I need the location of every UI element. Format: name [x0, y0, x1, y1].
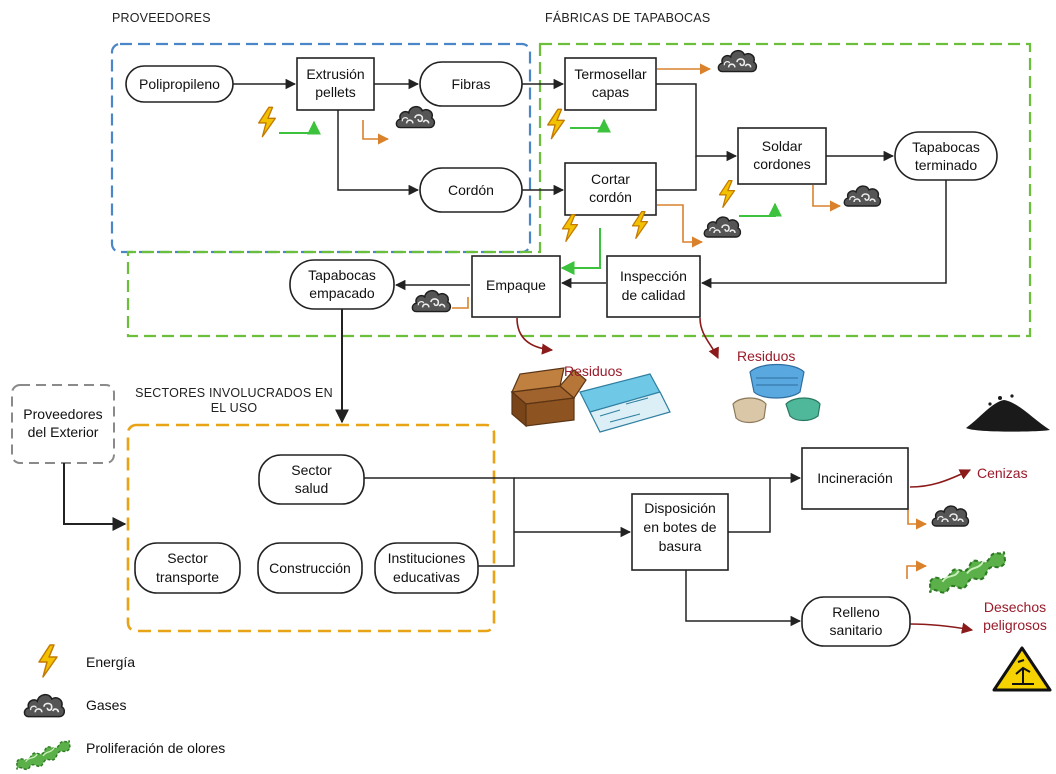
- svg-text:salud: salud: [295, 480, 328, 496]
- sectores-region: [126, 423, 496, 633]
- section-title-sectores-1: SECTORES INVOLUCRADOS EN: [135, 386, 333, 400]
- legend-cloud-icon: [23, 693, 66, 718]
- lightning-icon: [547, 108, 565, 140]
- node-cordon: Cordón: [419, 167, 523, 213]
- waste-arrows: [516, 317, 974, 634]
- cloud-icon: [931, 505, 970, 527]
- desechos-label-1: Desechos: [984, 599, 1046, 615]
- hazard-icon: [992, 646, 1052, 692]
- svg-text:Sector: Sector: [167, 550, 208, 566]
- node-termosellar-capas: Termosellar capas: [564, 57, 657, 111]
- node-soldar-cordones: Soldar cordones: [737, 127, 827, 185]
- cloud-icon: [411, 289, 452, 313]
- node-empaque: Empaque: [471, 255, 561, 318]
- node-sector-transporte: Sector transporte: [134, 542, 241, 594]
- svg-text:Termosellar: Termosellar: [574, 66, 647, 82]
- svg-text:Instituciones: Instituciones: [388, 550, 466, 566]
- section-title-fabricas: FÁBRICAS DE TAPABOCAS: [545, 10, 710, 25]
- svg-text:basura: basura: [659, 538, 702, 554]
- node-incineracion: Incineración: [801, 447, 909, 510]
- cloud-icon: [395, 105, 436, 129]
- svg-text:Fibras: Fibras: [452, 76, 491, 92]
- box-icon: [510, 367, 587, 428]
- svg-text:del Exterior: del Exterior: [28, 424, 99, 440]
- svg-text:Disposición: Disposición: [644, 500, 716, 516]
- svg-text:Extrusión: Extrusión: [306, 66, 364, 82]
- legend-lightning-icon: [38, 644, 58, 678]
- node-proveedores-exterior-label: Proveedores del Exterior: [23, 406, 102, 440]
- node-polipropileno: Polipropileno: [125, 65, 234, 103]
- legend-gases: Gases: [86, 697, 126, 713]
- svg-text:Tapabocas: Tapabocas: [912, 139, 980, 155]
- cloud-icon: [717, 49, 758, 73]
- svg-text:Construcción: Construcción: [269, 560, 351, 576]
- svg-text:pellets: pellets: [315, 84, 355, 100]
- svg-text:cordón: cordón: [589, 189, 632, 205]
- lightning-icon: [561, 214, 579, 242]
- node-sector-salud: Sector salud: [258, 454, 365, 505]
- cloud-icon: [843, 185, 882, 207]
- node-extrusion-pellets: Extrusión pellets: [296, 57, 375, 111]
- svg-text:Incineración: Incineración: [817, 470, 893, 486]
- svg-text:de calidad: de calidad: [622, 287, 686, 303]
- desechos-label-2: peligrosos: [983, 617, 1047, 633]
- section-title-sectores-2: EL USO: [211, 401, 258, 415]
- lightning-icon: [258, 106, 276, 138]
- energy-arrows: [279, 118, 782, 275]
- residuos-label-2: Residuos: [737, 348, 795, 364]
- svg-text:Cortar: Cortar: [591, 171, 630, 187]
- svg-text:educativas: educativas: [393, 569, 460, 585]
- svg-text:empacado: empacado: [309, 285, 375, 301]
- svg-text:capas: capas: [592, 84, 629, 100]
- svg-text:cordones: cordones: [753, 156, 811, 172]
- odor-icon: [929, 550, 1007, 594]
- node-instituciones-educativas: Instituciones educativas: [374, 542, 479, 594]
- svg-text:transporte: transporte: [156, 569, 219, 585]
- mask-icon: [732, 363, 821, 424]
- svg-text:Polipropileno: Polipropileno: [139, 76, 220, 92]
- ash-icon: [966, 394, 1050, 432]
- node-tapabocas-empacado: Tapabocas empacado: [289, 259, 395, 310]
- legend-odor-icon: [16, 739, 71, 771]
- proveedores-region: [110, 42, 532, 254]
- node-tapabocas-terminado: Tapabocas terminado: [894, 131, 998, 181]
- svg-text:en botes de: en botes de: [643, 519, 716, 535]
- svg-text:Tapabocas: Tapabocas: [308, 267, 376, 283]
- svg-text:sanitario: sanitario: [830, 622, 883, 638]
- mask-pack-icon: [579, 373, 671, 433]
- flow-arrows: [63, 78, 947, 627]
- svg-text:Relleno: Relleno: [832, 604, 880, 620]
- node-construccion: Construcción: [257, 542, 363, 594]
- svg-text:Empaque: Empaque: [486, 277, 546, 293]
- svg-text:terminado: terminado: [915, 157, 977, 173]
- svg-text:Inspección: Inspección: [620, 268, 687, 284]
- node-inspeccion-calidad: Inspección de calidad: [606, 255, 701, 318]
- legend-energia: Energía: [86, 654, 135, 670]
- residuos-label-1: Residuos: [564, 363, 622, 379]
- node-relleno-sanitario: Relleno sanitario: [801, 596, 911, 647]
- svg-text:Cordón: Cordón: [448, 182, 494, 198]
- lightning-icon: [718, 180, 736, 208]
- legend-olores: Proliferación de olores: [86, 740, 225, 756]
- fabricas-region: [126, 42, 1032, 338]
- node-cortar-cordon: Cortar cordón: [564, 162, 657, 216]
- gas-arrows: [362, 63, 928, 579]
- cenizas-label: Cenizas: [977, 465, 1028, 481]
- svg-text:Proveedores: Proveedores: [23, 406, 102, 422]
- node-fibras: Fibras: [419, 61, 523, 107]
- cloud-icon: [703, 216, 742, 238]
- svg-text:Soldar: Soldar: [762, 138, 803, 154]
- svg-text:Sector: Sector: [291, 462, 332, 478]
- section-title-proveedores: PROVEEDORES: [112, 11, 211, 25]
- node-disposicion: Disposición en botes de basura: [631, 493, 729, 571]
